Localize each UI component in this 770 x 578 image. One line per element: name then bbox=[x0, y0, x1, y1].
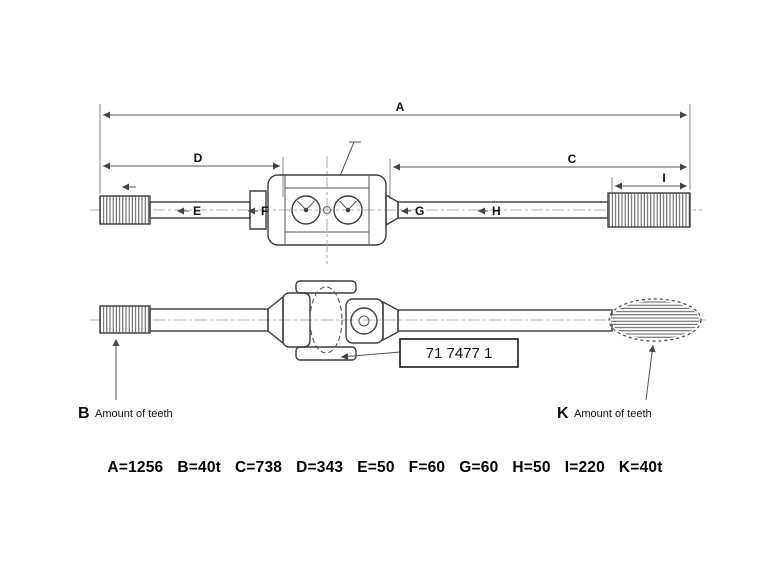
bottom-right-shaft bbox=[397, 309, 613, 332]
bearing-cup-right bbox=[333, 195, 363, 225]
dim-label-h: H bbox=[492, 204, 501, 218]
legend-item: C=738 bbox=[235, 459, 283, 476]
spline-highlight-ellipse bbox=[608, 298, 702, 342]
dimension-i: I bbox=[611, 171, 687, 192]
legend-item: I=220 bbox=[564, 459, 605, 476]
part-number-box bbox=[399, 338, 519, 368]
teeth-note-k: K Amount of teeth bbox=[557, 344, 656, 422]
bottom-left-spline bbox=[99, 305, 151, 334]
legend-item: D=343 bbox=[296, 459, 344, 476]
bottom-view: 71 7477 1 B Amount of teeth K Amount of … bbox=[78, 280, 706, 422]
label-f: F bbox=[248, 204, 268, 218]
dim-label-e: E bbox=[193, 204, 201, 218]
bottom-joint-bottom-cap bbox=[295, 346, 357, 361]
dim-label-g: G bbox=[415, 204, 424, 218]
dim-label-a: A bbox=[396, 100, 405, 114]
b-note-text: Amount of teeth bbox=[95, 408, 173, 420]
k-arrow bbox=[645, 344, 656, 401]
bearing-cup-left bbox=[291, 195, 321, 225]
label-h: H bbox=[478, 204, 501, 218]
dimension-d: D bbox=[103, 151, 284, 197]
bottom-right-taper bbox=[382, 300, 399, 342]
dim-label-c: C bbox=[568, 152, 577, 166]
k-letter: K bbox=[557, 405, 569, 422]
part-number-callout: 71 7477 1 bbox=[340, 338, 519, 368]
legend-item: B=40t bbox=[177, 459, 222, 476]
legend-row: A=1256 B=40t C=738 D=343 E=50 F=60 G=60 … bbox=[0, 459, 770, 477]
dimension-a: A bbox=[99, 100, 691, 194]
dimension-c: C bbox=[389, 152, 687, 199]
b-letter: B bbox=[78, 405, 90, 422]
bottom-left-shaft bbox=[149, 308, 269, 332]
k-note-text: Amount of teeth bbox=[574, 408, 652, 420]
teeth-note-b: B Amount of teeth bbox=[78, 339, 173, 422]
top-right-spline bbox=[607, 192, 691, 228]
legend-item: H=50 bbox=[512, 459, 551, 476]
dim-label-d: D bbox=[194, 151, 203, 165]
legend-item: A=1256 bbox=[107, 459, 164, 476]
label-g: G bbox=[401, 204, 424, 218]
legend-item: G=60 bbox=[459, 459, 499, 476]
bottom-left-yoke bbox=[282, 292, 311, 348]
legend-item: K=40t bbox=[618, 459, 663, 476]
legend-item: F=60 bbox=[408, 459, 446, 476]
top-view: A D C I bbox=[90, 100, 702, 264]
top-left-spline bbox=[99, 195, 151, 225]
label-e: E bbox=[177, 204, 201, 218]
top-joint bbox=[249, 141, 387, 264]
part-number: 71 7477 1 bbox=[426, 345, 493, 362]
bottom-right-spline bbox=[608, 298, 702, 342]
dim-label-i: I bbox=[662, 171, 665, 185]
dim-label-f: F bbox=[261, 204, 268, 218]
joint-leader-line bbox=[339, 141, 355, 177]
top-left-flange bbox=[249, 190, 267, 230]
bottom-joint-cross-dashed bbox=[309, 286, 343, 354]
bottom-joint-top-cap bbox=[295, 280, 357, 294]
bottom-bearing-circle bbox=[350, 307, 378, 335]
legend-item: E=50 bbox=[357, 459, 395, 476]
